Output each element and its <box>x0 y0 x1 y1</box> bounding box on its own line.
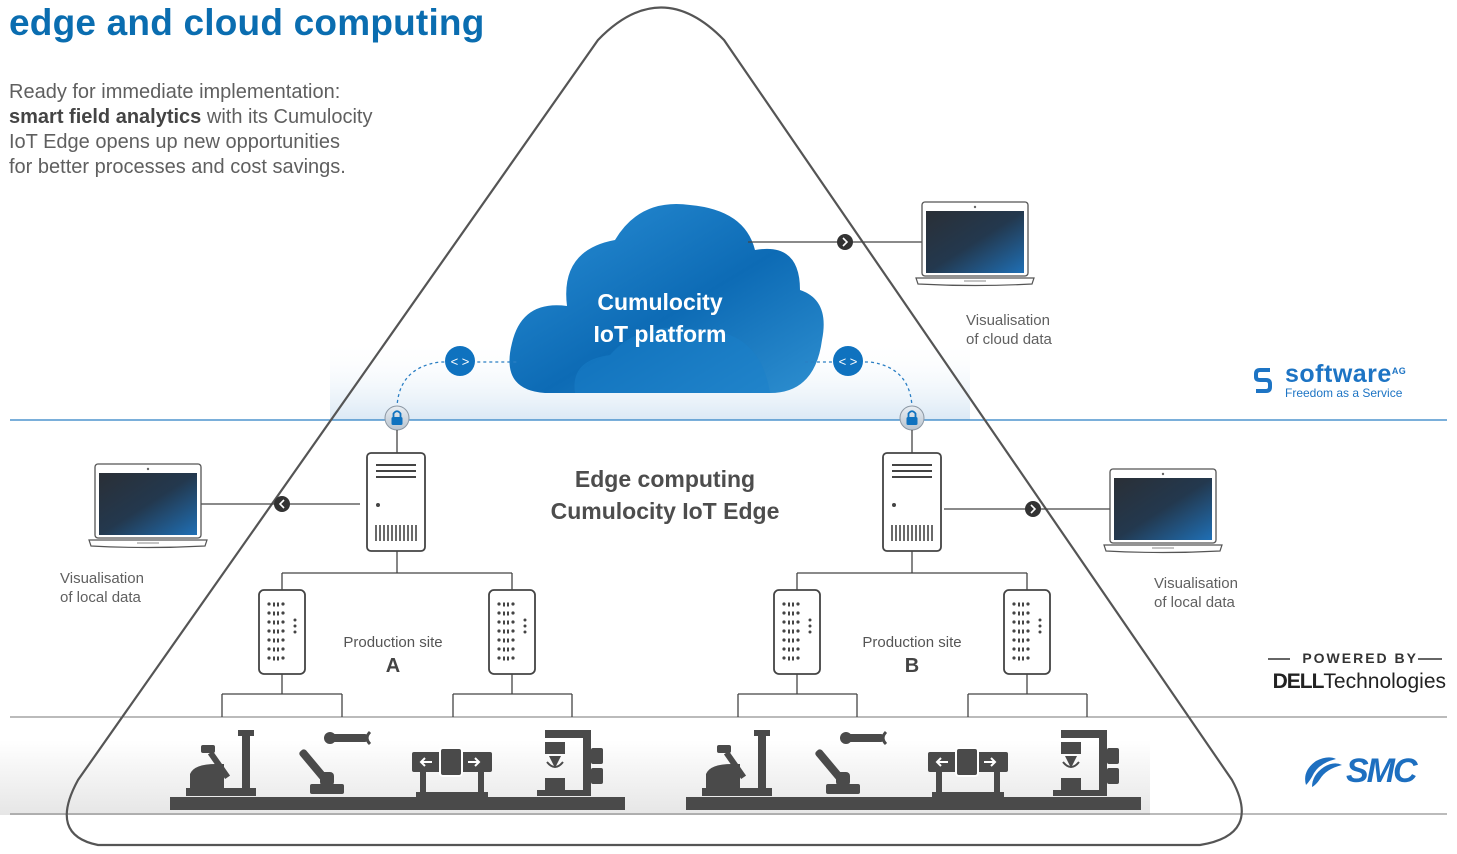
cloud-link-a <box>396 361 518 416</box>
pyramid-outline <box>65 6 1243 847</box>
production-platform-a <box>170 797 625 810</box>
smc-logo: SMC <box>1346 752 1418 790</box>
cloud-link-b <box>802 361 913 416</box>
cloud-label: Cumulocity IoT platform <box>560 286 760 350</box>
tree-connector-b <box>737 551 1088 717</box>
gateway-icon <box>773 589 821 675</box>
site-label: Production site <box>343 634 443 651</box>
intro-paragraph: Ready for immediate implementation: smar… <box>9 80 449 180</box>
site-letter: B <box>904 655 920 677</box>
lock-icon <box>899 405 925 431</box>
intro-line: IoT Edge opens up new opportunities <box>9 131 340 153</box>
press-machine-icon <box>186 730 256 796</box>
smc-logo-icon <box>1305 757 1342 787</box>
edge-computing-label: Edge computing Cumulocity IoT Edge <box>480 463 850 527</box>
cloud-label-line: IoT platform <box>593 321 727 347</box>
software-ag-name: software <box>1285 360 1392 388</box>
dell-technologies-logo: POWERED BY DELLTechnologies <box>1232 650 1446 694</box>
chevron-left-icon <box>274 496 290 512</box>
intro-line: for better processes and cost savings. <box>9 156 346 178</box>
intro-text: with its Cumulocity <box>201 106 373 128</box>
software-ag-suffix: AG <box>1391 366 1407 376</box>
powered-by-label: POWERED BY <box>1302 650 1418 666</box>
label-line: Visualisation <box>1154 575 1238 592</box>
gateway-icon <box>1003 589 1051 675</box>
chevron-right-icon <box>837 234 853 250</box>
edge-server-b <box>882 452 942 552</box>
label-line: Visualisation <box>60 570 144 587</box>
drill-station-icon <box>537 730 603 796</box>
cloud-visualisation-label: Visualisation of cloud data <box>966 311 1052 349</box>
edge-label-line: Cumulocity IoT Edge <box>550 498 780 524</box>
gateway-icon <box>258 589 306 675</box>
robot-arm-icon <box>299 730 372 794</box>
site-label: Production site <box>862 634 962 651</box>
label-line: of cloud data <box>966 331 1052 348</box>
laptop-icon <box>88 463 208 549</box>
laptop-icon <box>915 201 1035 287</box>
dell-technologies: Technologies <box>1323 670 1446 693</box>
conveyor-icon <box>412 747 492 798</box>
gateway-icon <box>488 589 536 675</box>
api-node-left: < > <box>445 346 475 376</box>
local-visualisation-label-right: Visualisation of local data <box>1154 574 1238 612</box>
local-visualisation-label-left: Visualisation of local data <box>60 569 144 607</box>
svg-text:< >: < > <box>451 354 470 369</box>
conveyor-icon <box>928 747 1008 798</box>
press-machine-icon <box>702 730 772 796</box>
laptop-icon <box>1103 468 1223 554</box>
label-line: of local data <box>1154 594 1235 611</box>
chevron-right-icon <box>1025 501 1041 517</box>
label-line: of local data <box>60 589 141 606</box>
intro-line: smart field analytics with its Cumulocit… <box>9 105 449 130</box>
cloud-icon <box>509 204 824 393</box>
label-line: Visualisation <box>966 312 1050 329</box>
intro-highlight: smart field analytics <box>9 106 202 128</box>
robot-arm-icon <box>815 730 888 794</box>
svg-text:< >: < > <box>839 354 858 369</box>
tree-connector-a <box>221 551 573 717</box>
software-ag-logo: softwareAG Freedom as a Service <box>1255 360 1445 400</box>
site-letter: A <box>385 655 401 677</box>
cloud-label-line: Cumulocity <box>597 289 723 315</box>
drill-station-icon <box>1053 730 1119 796</box>
intro-line: Ready for immediate implementation: <box>9 81 341 103</box>
production-site-a-label: Production site A <box>323 634 463 678</box>
software-ag-logo-icon <box>1254 368 1272 393</box>
page-title: edge and cloud computing <box>9 2 485 43</box>
api-node-right: < > <box>833 346 863 376</box>
dell-brand: DELL <box>1272 670 1325 693</box>
lock-icon <box>384 405 410 431</box>
edge-server-a <box>366 452 426 552</box>
production-platform-b <box>686 797 1141 810</box>
software-ag-tagline: Freedom as a Service <box>1285 386 1403 400</box>
edge-label-line: Edge computing <box>574 466 756 492</box>
production-site-b-label: Production site B <box>842 634 982 678</box>
